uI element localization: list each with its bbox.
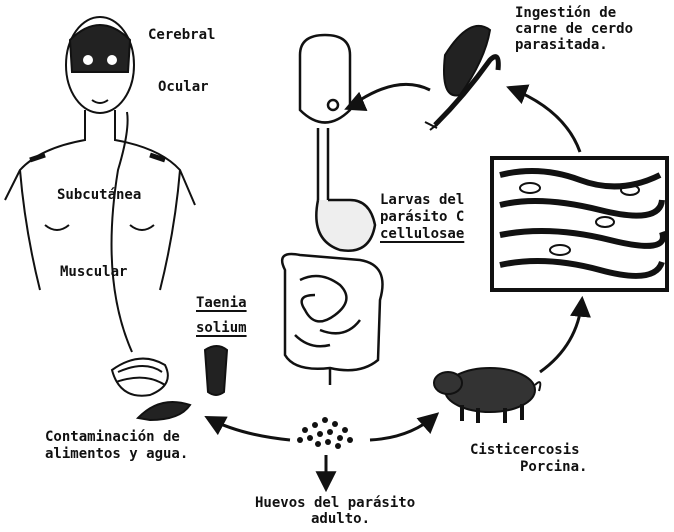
label-muscular: Muscular (60, 265, 127, 280)
arrow-tissue-to-meat (510, 88, 580, 152)
muscle-tissue-figure (492, 158, 667, 290)
arrow-meat-to-mouth (348, 84, 430, 108)
arrow-eggs-to-food (208, 418, 290, 440)
taenia-and-food-figures (112, 346, 227, 420)
digestive-tract-figure (282, 35, 382, 385)
label-cerebral: Cerebral (148, 28, 215, 43)
pork-meat-figure (425, 26, 498, 130)
human-torso-figure (5, 17, 195, 290)
eggs-cluster (297, 417, 353, 449)
arrow-pig-to-tissue (540, 300, 582, 372)
label-subcutanea: Subcutánea (57, 188, 141, 203)
arrow-eggs-to-pig (370, 415, 436, 440)
arrow-food-to-head (112, 112, 132, 352)
pig-figure (434, 368, 540, 423)
label-ocular: Ocular (158, 80, 209, 95)
